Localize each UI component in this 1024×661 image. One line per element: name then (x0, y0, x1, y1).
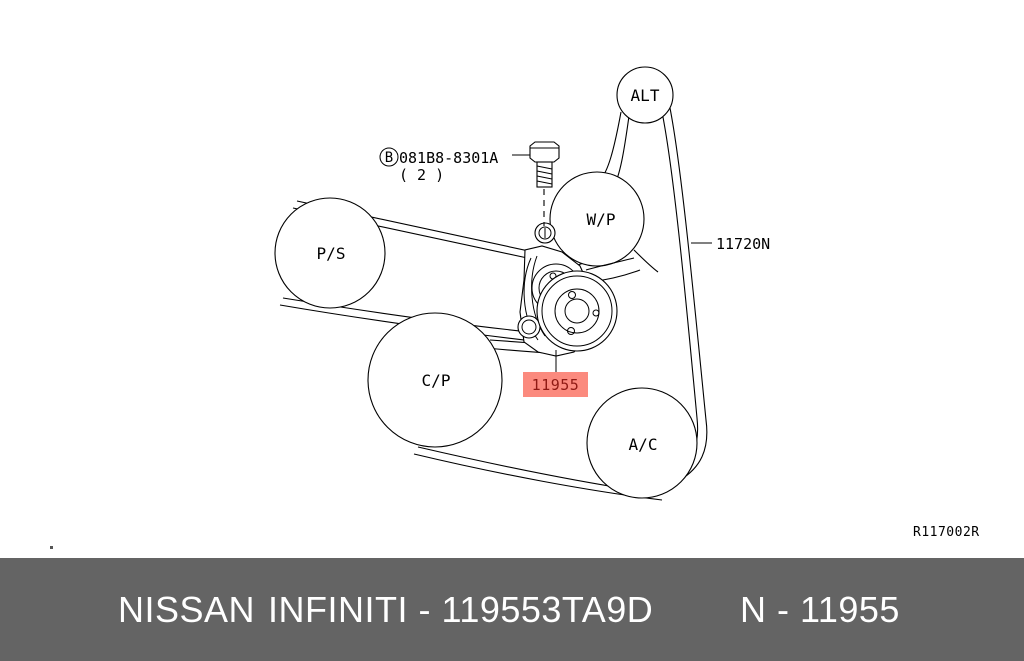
bolt-callout-symbol: B (385, 150, 393, 166)
bottom-banner: NISSAN INFINITI - 119553TA9D N - 11955 (0, 558, 1024, 661)
bolt-part (529, 141, 560, 226)
banner-part-number-text: N - 11955 (740, 588, 900, 630)
pulley-label-air-conditioner: A/C (629, 435, 658, 454)
belt-callout-number: 11720N (716, 235, 770, 253)
diagram-canvas: ALT W/P P/S C/P A/C (50, 66, 1013, 549)
highlighted-part-number: 11955 (531, 375, 580, 394)
nissan-logo-text: NISSAN (118, 588, 256, 630)
bolt-callout-quantity: ( 2 ) (399, 166, 444, 184)
pulley-power-steering: P/S (274, 197, 386, 309)
diagram-reference-id: R117002R (913, 521, 1013, 548)
diagram-id-text: R117002R (913, 525, 980, 540)
pulley-label-power-steering: P/S (317, 244, 346, 263)
banner-part-number: N - 11955 (740, 558, 900, 661)
belt-callout: 11720N (691, 235, 770, 253)
bolt-callout-number: 081B8-8301A (399, 149, 498, 167)
banner-title: INFINITI - 119553TA9D (268, 558, 653, 661)
page-corner-marker (50, 546, 53, 549)
pulley-alternator: ALT (616, 66, 674, 124)
pulley-air-conditioner: A/C (586, 387, 698, 499)
pulley-water-pump: W/P (549, 171, 645, 267)
pulley-label-alternator: ALT (631, 86, 660, 105)
highlighted-part-callout[interactable]: 11955 (523, 372, 588, 397)
banner-title-text: INFINITI - 119553TA9D (268, 588, 654, 630)
belt-routing-drawing: ALT W/P P/S C/P A/C (274, 66, 770, 501)
pulley-coolant-pump: C/P (367, 312, 503, 448)
pulley-label-coolant-pump: C/P (422, 371, 451, 390)
tensioner-idler-pulley (536, 270, 618, 352)
pulley-label-water-pump: W/P (587, 210, 616, 229)
bolt-callout: B 081B8-8301A ( 2 ) (379, 147, 530, 184)
nissan-logo: NISSAN (118, 558, 255, 661)
